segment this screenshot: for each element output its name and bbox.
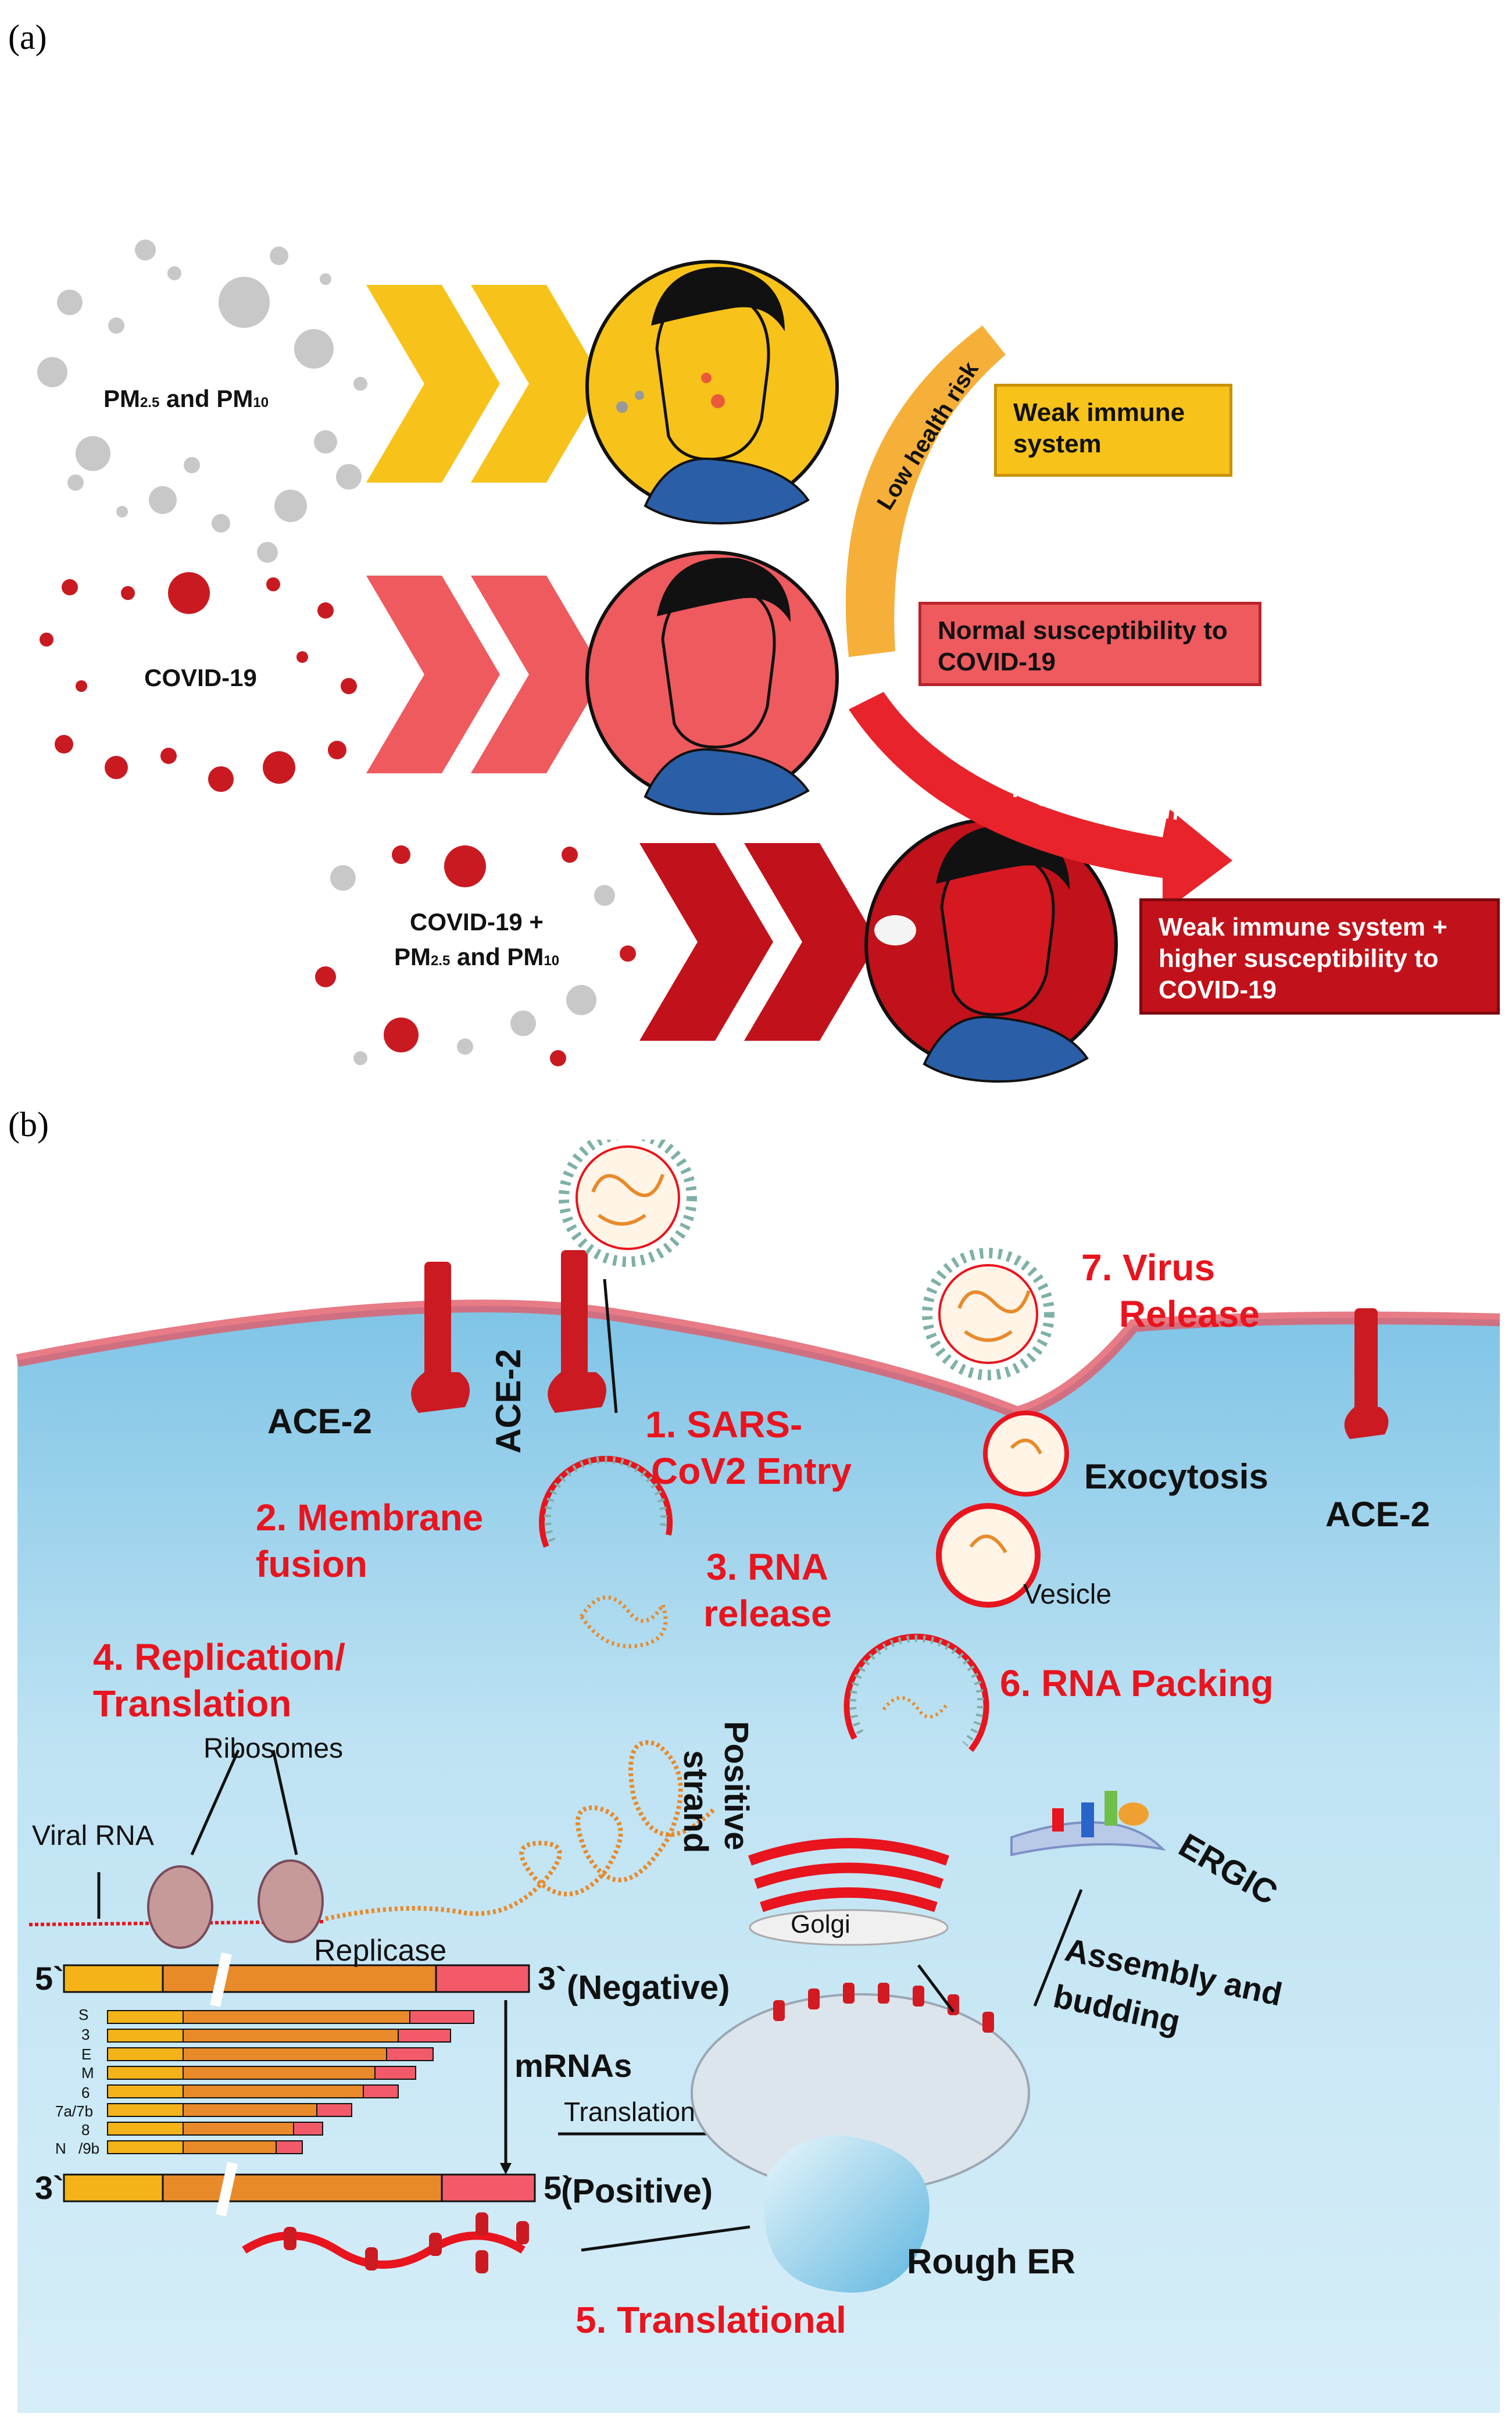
ribosomes [147,1859,324,1949]
negative-genome-bar [63,1952,530,2007]
ergic [1010,1821,1166,1857]
chevrons-darkred [639,843,878,1041]
mixed-label-2: PM2.5 and PM10 [394,943,559,970]
step-replication-1: 4. Replication/ [93,1636,345,1678]
virus-particle-cloud [40,572,357,792]
five-prime-top: 5` [35,1960,64,1997]
golgi-arrow [917,1964,955,2013]
outcome-weak-and-high: Weak immune system + higher susceptibili… [1139,898,1500,1015]
panel-b-graphic [16,1140,1500,2413]
five-prime-bottom: 5` [544,2169,573,2206]
step-fusion-1: 2. Membrane [256,1497,484,1538]
ribosome-arrow-2 [271,1750,298,1855]
pm-particle-cloud [37,240,367,563]
high-risk-arrow [849,692,1232,913]
ribosome-arrow-1 [190,1749,240,1856]
entry-arrow [603,1279,618,1413]
nucleus [764,2135,930,2293]
er-ribosomes [773,1983,994,2033]
person-pink-circle [585,551,839,816]
gene-label-s: S [78,2006,89,2023]
three-prime-bottom: 3` [35,2169,64,2206]
cell-membrane [16,1300,1500,1420]
gene-label-8: 8 [81,2121,90,2139]
subgenomic-mrnas [107,2010,474,2154]
chevrons-yellow [366,285,605,483]
rough-er-label: Rough ER [907,2242,1075,2281]
pm-label: PM2.5 and PM10 [103,385,269,412]
step-rna-1: 3. RNA [706,1546,828,1588]
golgi-apparatus [748,1838,949,1912]
gene-label-3: 3 [81,2026,90,2043]
mixed-label-1: COVID-19 + [410,908,544,936]
step-virus-release-1: 7. Virus [1081,1247,1216,1288]
ergic-proteins [1052,1791,1149,1837]
step-fusion-2: fusion [256,1543,367,1585]
step-rna-2: release [703,1593,832,1634]
outcome-normal-susceptibility: Normal susceptibility to COVID-19 [918,602,1261,686]
mixed-particle-cloud [315,845,636,1066]
outcome-weak-immune: Weak immune system [994,384,1232,477]
person-yellow-circle [585,260,839,525]
positive-strand-label-2: strand [677,1750,714,1854]
positive-strand-rna [325,1740,717,1921]
golgi-label: Golgi [791,1910,850,1939]
covid-label: COVID-19 [144,664,257,691]
exocytosis-label: Exocytosis [1084,1457,1268,1496]
step-replication-2: Translation [93,1683,292,1725]
virus-released [922,1248,1055,1380]
translation-label: Translation [564,2097,695,2127]
panel-label-b: (b) [8,1105,49,1144]
step-entry-1: 1. SARS- [645,1404,803,1445]
protein-beads [284,2212,529,2273]
low-risk-arrow [845,326,1006,657]
positive-label: (Positive) [561,2172,713,2210]
gene-label-6: 6 [81,2084,90,2101]
panel-a-graphic: PM2.5 and PM10 COVID-19 COVID-19 + PM2.5… [37,240,1232,1083]
positive-strand-label-1: Positive [717,1721,755,1851]
gene-label-n: N [55,2140,66,2157]
mrnas-label: mRNAs [514,2047,632,2084]
positive-genome-bar [63,2162,536,2216]
packing-virion [843,1633,989,1752]
step-translational: 5. Translational [576,2299,846,2341]
ribosomes-label: Ribosomes [203,1733,344,1764]
replicase-label: Replicase [314,1934,447,1968]
ace2-right-label: ACE-2 [1325,1495,1431,1534]
panel-label-a: (a) [8,18,47,56]
step-virus-release-2: Release [1119,1293,1260,1335]
translational-arrow [581,2225,750,2252]
gene-label-7a7b: 7a/7b [55,2102,94,2120]
person-darkred-circle [864,818,1118,1083]
assembly-arrow [1033,1889,1083,2007]
negative-label: (Negative) [567,1969,730,2007]
ace2-receptors [411,1250,1389,1439]
ace2-left-label: ACE-2 [267,1402,373,1441]
chevrons-pink [366,576,605,773]
entry-virion [539,1455,673,1548]
gene-label-m: M [81,2064,94,2082]
viral-rna-label: Viral RNA [32,1820,154,1851]
step-entry-2: CoV2 Entry [651,1450,852,1492]
virus-incoming [559,1140,697,1267]
step-rna-packing: 6. RNA Packing [1000,1662,1274,1704]
ace2-vertical-label: ACE-2 [489,1348,528,1454]
gene-label-e: E [81,2045,92,2063]
three-prime-top: 3` [538,1960,567,1997]
vesicle-label: Vesicle [1023,1579,1112,1610]
gene-label-9b: /9b [78,2140,100,2157]
exocytosis-vesicles [936,1411,1069,1608]
